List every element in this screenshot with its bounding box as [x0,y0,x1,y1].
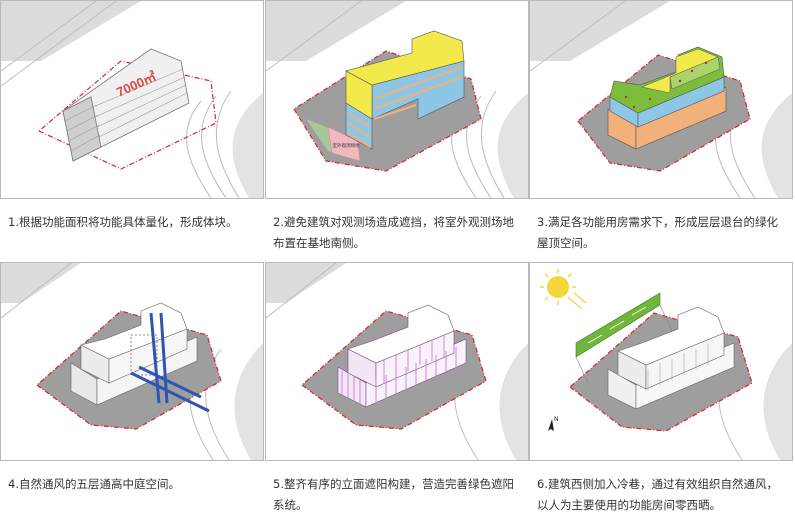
diagram-frame [0,262,264,461]
panel-4: 4.自然通风的五层通高中庭空间。 [0,262,264,524]
caption-6: 6.建筑西侧加入冷巷，通过有效组织自然通风，以人为主要使用的功能房间零西晒。 [537,477,778,512]
caption-1: 1.根据功能面积将功能具体量化，形成体块。 [8,215,238,229]
caption-5: 5.整齐有序的立面遮阳构建，营造完善绿色遮阳系统。 [273,477,514,512]
massing-diagram: N [540,269,792,460]
panel-5: 5.整齐有序的立面遮阳构建，营造完善绿色遮阳系统。 [265,262,529,524]
diagram-frame [529,0,793,199]
caption-4: 4.自然通风的五层通高中庭空间。 [8,477,180,491]
massing-diagram [266,263,528,460]
panel-2: 室外观测场地 2.避免建筑对观测场造成遮挡，将室外观测场地布置在基地南侧。 [265,0,529,262]
panel-1: 7000㎡ 1.根据功能面积将功能具体量化，形成体块。 [0,0,264,262]
panel-3: 3.满足各功能用房需求下，形成层层退台的绿化屋顶空间。 [529,0,793,262]
massing-diagram: 7000㎡ [1,1,263,198]
sunshade-fins [341,335,457,404]
diagram-frame: 7000㎡ [0,0,264,199]
diagram-frame: N [529,262,793,461]
svg-text:N: N [554,416,559,423]
massing-diagram [1,263,263,460]
caption-2: 2.避免建筑对观测场造成遮挡，将室外观测场地布置在基地南侧。 [273,215,514,250]
diagram-frame [265,262,529,461]
diagram-frame: 室外观测场地 [265,0,529,199]
panel-6: N 6.建筑西侧加入冷巷，通过有效组织自然通风，以人为主要使用的功能房间零西晒。 [529,262,793,524]
north-arrow: N [548,416,559,431]
field-label: 室外观测场地 [333,142,360,149]
ventilation-arrows [130,312,210,413]
site-boundary [37,60,217,170]
atrium-outline [130,334,158,376]
massing-diagram: 室外观测场地 [266,1,528,198]
sun-icon [540,269,587,310]
road-area [1,1,141,61]
riverbank [232,93,263,198]
massing-diagram [530,1,792,198]
caption-3: 3.满足各功能用房需求下，形成层层退台的绿化屋顶空间。 [537,215,778,250]
